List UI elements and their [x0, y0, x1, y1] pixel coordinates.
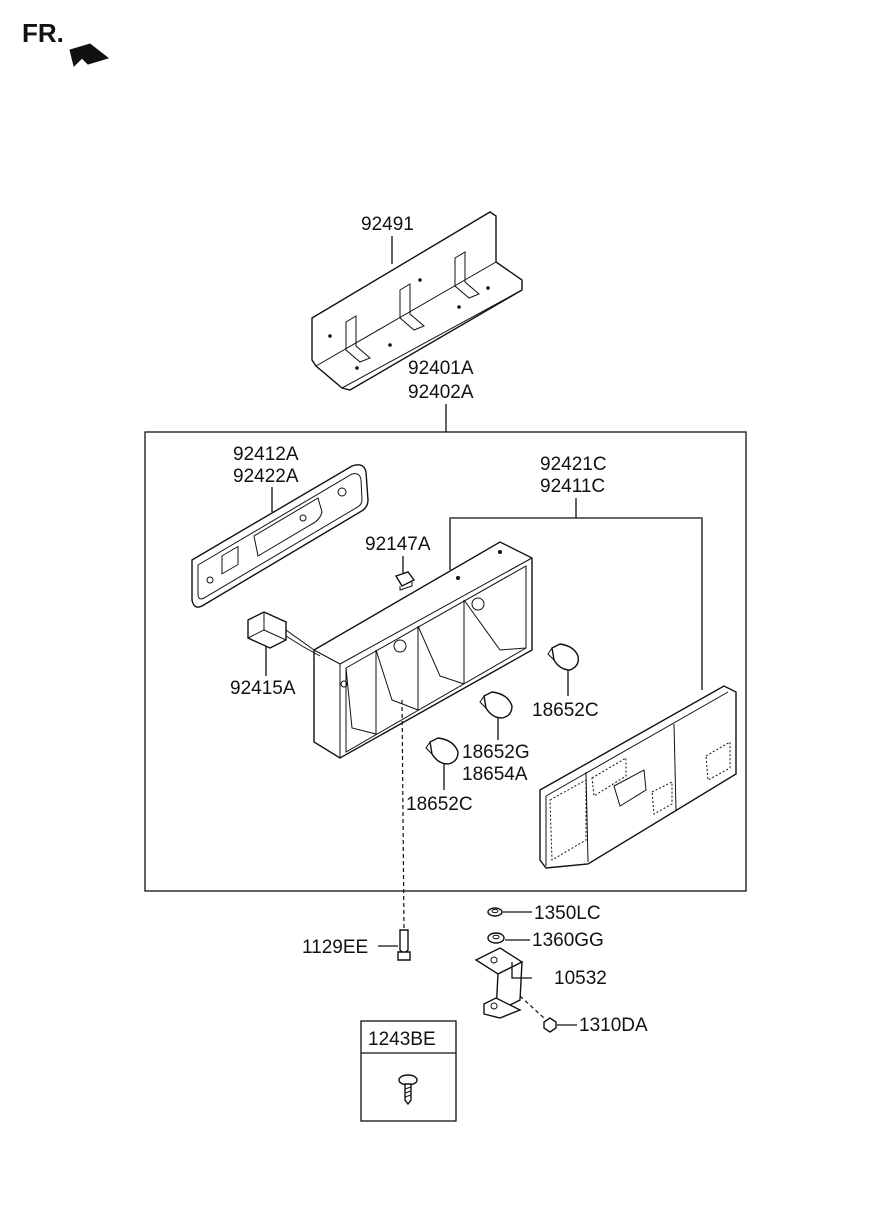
lens-panel [539, 685, 737, 869]
label-18652g: 18652G [462, 742, 530, 763]
label-92411c: 92411C [540, 476, 605, 497]
callout-box-1243be: 1243BE [360, 1020, 457, 1122]
bulb-18652c-right [547, 643, 580, 671]
label-92491: 92491 [361, 214, 414, 235]
holder-clip [394, 571, 416, 591]
bulb-18652g [479, 691, 513, 719]
label-1350lc: 1350LC [534, 903, 601, 924]
screw-1129ee [397, 929, 411, 961]
label-92415a: 92415A [230, 678, 296, 699]
nut-1310da [543, 1017, 557, 1033]
upper-mounting-bracket [311, 211, 523, 391]
washer-1360gg [487, 932, 505, 944]
wiring-connector [247, 611, 321, 657]
label-1310da: 1310DA [579, 1015, 648, 1036]
label-18654a: 18654A [462, 764, 528, 785]
small-bracket-10532 [474, 947, 524, 1019]
label-1360gg: 1360GG [532, 930, 604, 951]
label-1129ee: 1129EE [302, 937, 368, 958]
nut-1350lc [487, 907, 503, 917]
label-18652c-left: 18652C [406, 794, 473, 815]
label-10532: 10532 [554, 968, 607, 989]
assembly-frame [144, 431, 747, 892]
label-92421c: 92421C [540, 454, 607, 475]
label-92401a: 92401A [408, 358, 474, 379]
label-92412a: 92412A [233, 444, 299, 465]
fr-label: FR. [22, 18, 64, 48]
front-direction-marker: FR. [22, 18, 110, 67]
label-92422a: 92422A [233, 466, 299, 487]
lamp-housing [313, 541, 533, 759]
front-arrow-icon [69, 43, 110, 67]
label-18652c-right: 18652C [532, 700, 599, 721]
gasket [191, 464, 369, 608]
screw-icon [398, 1074, 418, 1106]
label-92147a: 92147A [365, 534, 431, 555]
label-1243be: 1243BE [368, 1029, 436, 1050]
label-92402a: 92402A [408, 382, 474, 403]
bulb-18652c-left [425, 737, 459, 765]
